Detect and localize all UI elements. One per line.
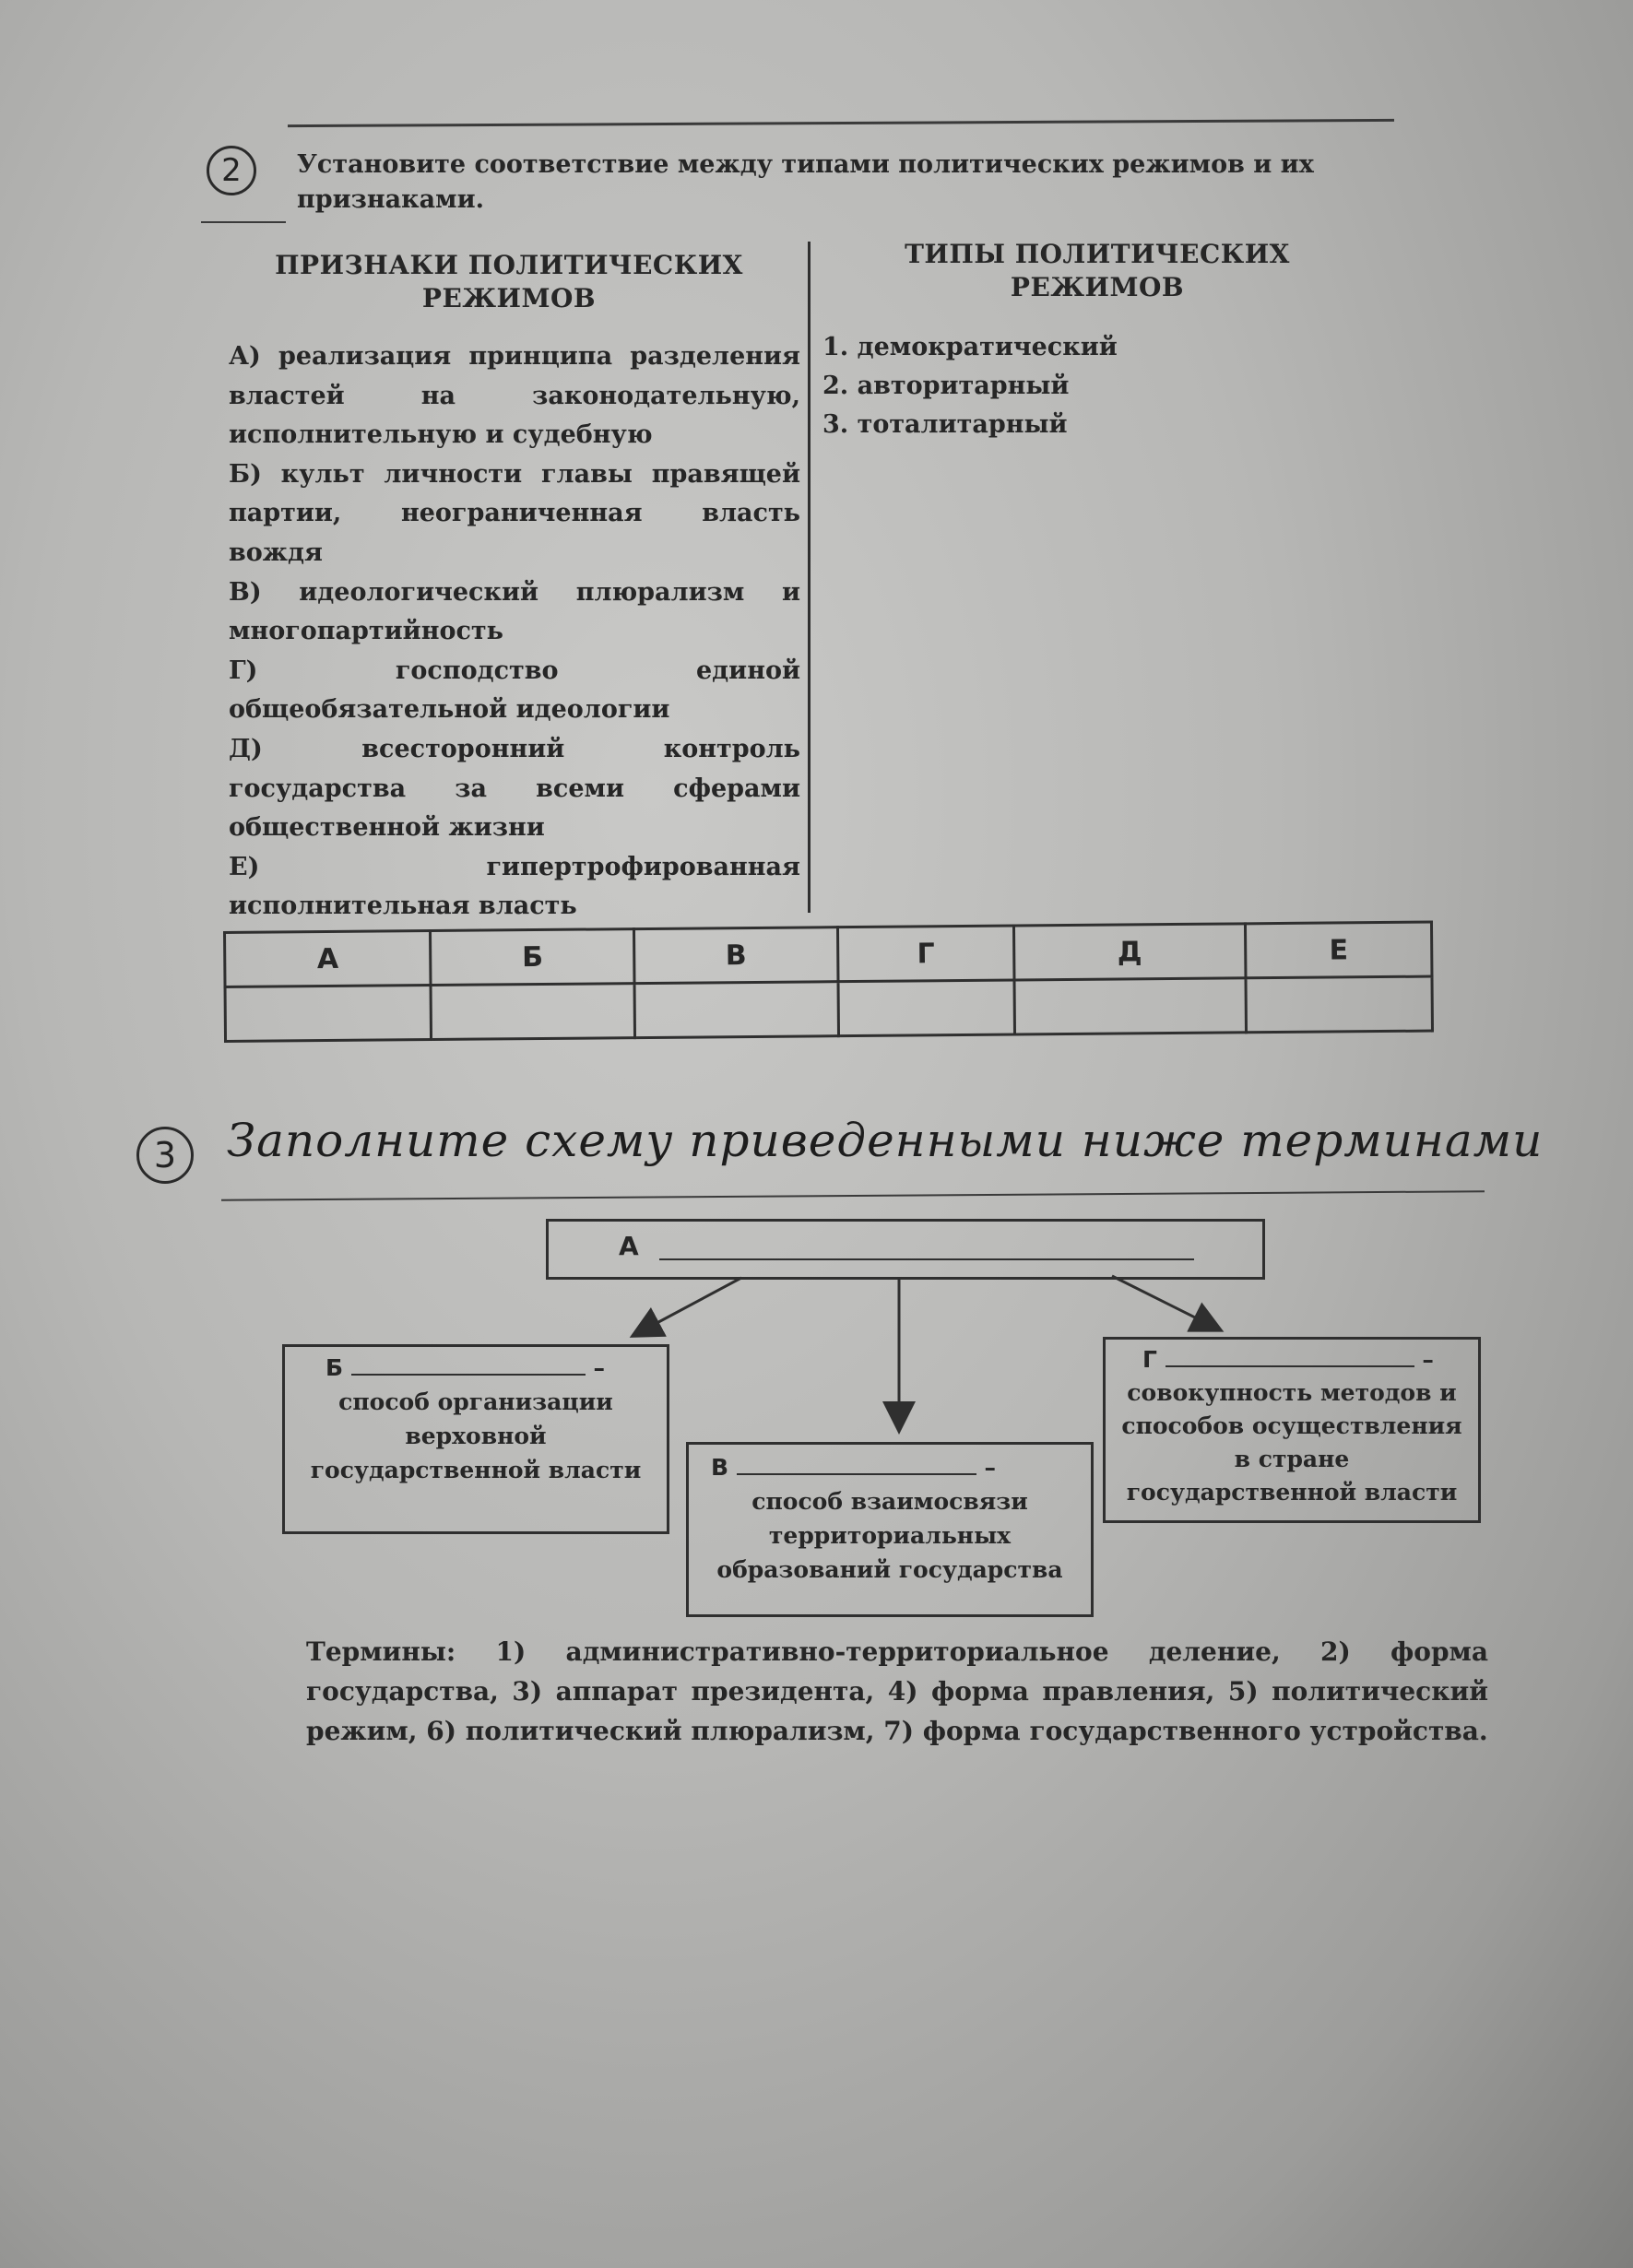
criterion-d: Д) всесторонний контроль государства за …: [229, 734, 800, 843]
box-v-blank[interactable]: [736, 1473, 976, 1475]
criterion-b: Б) культ личности главы правящей партии,…: [229, 459, 800, 567]
terms-list: Термины: 1) административно-территориаль…: [306, 1636, 1488, 1746]
box-g-label: Г: [1142, 1346, 1157, 1373]
box-v-text: способ взаимосвязи территориальных образ…: [716, 1488, 1063, 1583]
box-v-dash: –: [984, 1454, 997, 1481]
box-v: В – способ взаимосвязи территориальных о…: [686, 1442, 1094, 1617]
criterion-v: В) идеологический плюрализм и многопарти…: [229, 577, 800, 646]
arrow-to-b: [629, 1276, 742, 1338]
task2-blank-line: [201, 221, 286, 223]
box-g-text: совокупность методов и способов осуществ…: [1121, 1379, 1462, 1506]
task3-handwritten-title: Заполните схему приведенными ниже термин…: [227, 1114, 1544, 1167]
column-divider: [808, 242, 811, 913]
criteria-list: А) реализация принципа разделения власте…: [229, 337, 800, 927]
types-column-header: ТИПЫ ПОЛИТИЧЕСКИХ РЕЖИМОВ: [905, 239, 1290, 302]
box-b-dash: –: [593, 1354, 606, 1381]
regime-types-list: 1. демократический 2. авторитарный 3. то…: [822, 328, 1118, 444]
box-g-dash: –: [1422, 1346, 1434, 1373]
box-g-blank[interactable]: [1165, 1365, 1414, 1367]
box-b-text: способ организации верховной государстве…: [310, 1388, 642, 1483]
box-v-label: В: [711, 1454, 729, 1481]
criteria-column-header: ПРИЗНАКИ ПОЛИТИЧЕСКИХ РЕЖИМОВ: [275, 250, 743, 313]
arrow-to-g: [1111, 1274, 1225, 1332]
box-a-blank[interactable]: [659, 1258, 1194, 1260]
type-3: 3. тоталитарный: [822, 410, 1068, 439]
criterion-g: Г) господство единой общеобязательной ид…: [229, 656, 800, 725]
box-a-label: А: [619, 1231, 639, 1261]
criterion-a: А) реализация принципа разделения власте…: [229, 342, 800, 450]
box-a: А: [546, 1219, 1265, 1280]
box-b: Б – способ организации верховной государ…: [282, 1344, 669, 1534]
criterion-e: Е) гипертрофированная исполнительная вла…: [229, 852, 800, 921]
task2-instruction: Установите соответствие между типами пол…: [297, 150, 1314, 214]
type-2: 2. авторитарный: [822, 372, 1070, 400]
task2-number: 2: [207, 146, 256, 195]
box-g: Г – совокупность методов и способов осущ…: [1103, 1337, 1481, 1523]
box-b-label: Б: [325, 1354, 344, 1381]
type-1: 1. демократический: [822, 333, 1118, 361]
task3-number: 3: [136, 1127, 194, 1184]
box-b-blank[interactable]: [350, 1374, 586, 1376]
